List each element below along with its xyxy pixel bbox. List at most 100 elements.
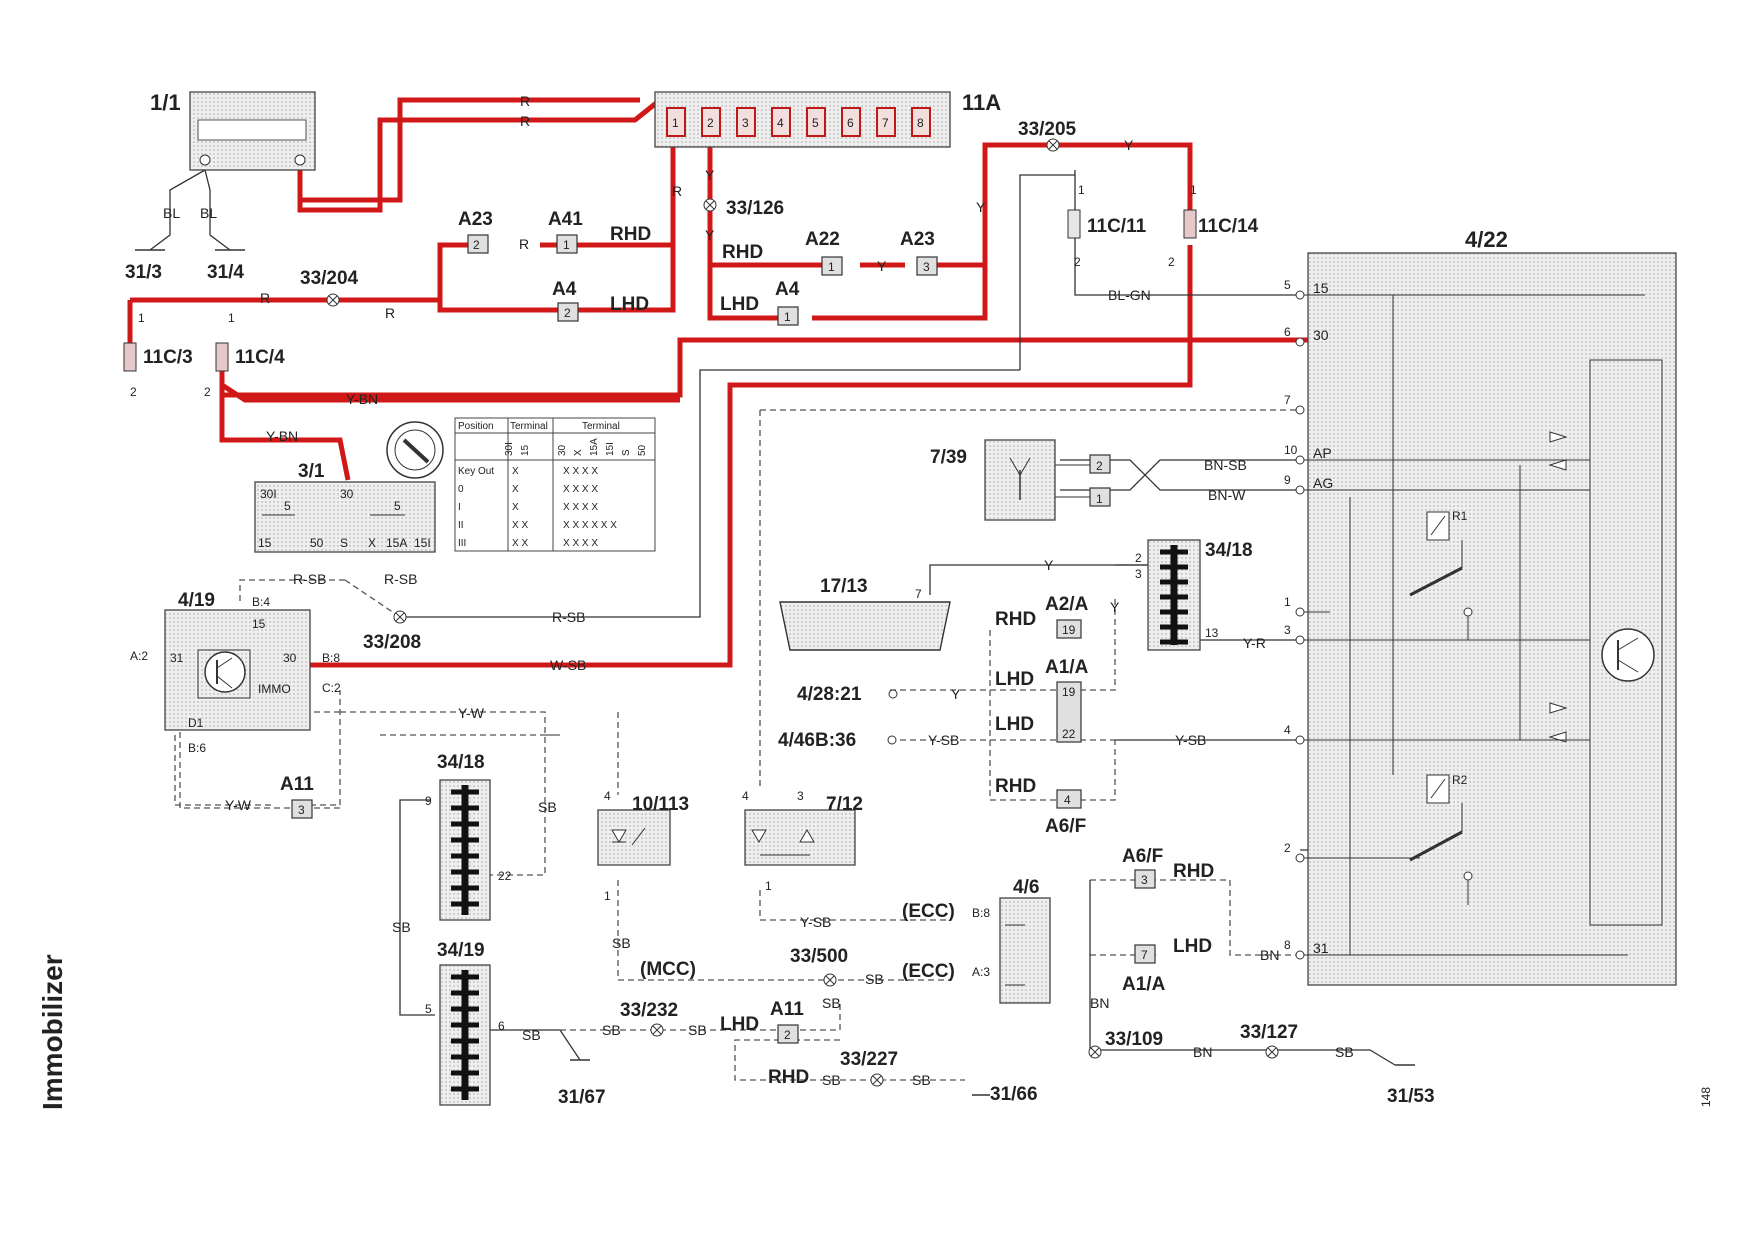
- ground-31-66: 31/66: [990, 1084, 1038, 1105]
- svg-text:4: 4: [604, 789, 611, 803]
- wire-wsb: W-SB: [550, 657, 586, 673]
- switch-table-col-left: 30I: [504, 442, 515, 456]
- a4-right-pin: 1: [784, 310, 791, 324]
- svg-text:4/19: 4/19: [178, 590, 215, 611]
- svg-text:10/113: 10/113: [632, 794, 689, 815]
- svg-text:D1: D1: [188, 716, 204, 730]
- wire-y-3418: Y: [1110, 599, 1120, 615]
- switch-table-row-right: X X X X: [563, 502, 598, 513]
- a22-label: A22: [805, 229, 840, 250]
- splice-33-500: 33/500: [790, 946, 848, 987]
- a2a-label: A2/A: [1045, 594, 1089, 615]
- connector-34-18-right-rungs: [1160, 549, 1188, 645]
- fusebox-label: 11A: [962, 90, 1001, 115]
- wire-y-diag: Y: [1044, 557, 1054, 573]
- fuse-1: 1: [666, 107, 686, 137]
- wire-sb-3419: SB: [522, 1027, 541, 1043]
- wire-ybn-1: Y-BN: [346, 391, 378, 407]
- immobilizer-unit: 4/19 15 31 30 IMMO D1 B:4 B:8 A:2 C:2 B:…: [130, 590, 341, 755]
- switch-table-row-right: X X X X: [563, 466, 598, 477]
- switch-table: Position Terminal Terminal: [454, 417, 656, 552]
- wire-sb-3418a: SB: [538, 799, 557, 815]
- fuse-4: 4: [771, 107, 791, 137]
- wire-bn-vert: BN: [1090, 995, 1109, 1011]
- svg-text:34/19: 34/19: [437, 940, 485, 961]
- fuse-11c4: 1 2 11C/4: [204, 311, 285, 399]
- svg-text:10: 10: [1284, 443, 1298, 457]
- rhd-label-6: RHD: [1173, 861, 1214, 882]
- rhd-label-5: RHD: [768, 1067, 809, 1088]
- svg-text:22: 22: [498, 869, 512, 883]
- lhd-label-6: LHD: [1173, 936, 1212, 957]
- a6f-right-pin: 3: [1141, 873, 1148, 887]
- wire-blgn: BL-GN: [1108, 287, 1151, 303]
- svg-text:33/204: 33/204: [300, 268, 359, 289]
- a23-right-label: A23: [900, 229, 935, 250]
- splice-33-204: 33/204: [300, 268, 359, 307]
- module-pin: 3: [1284, 623, 1305, 645]
- svg-text:AP: AP: [1313, 445, 1332, 461]
- wire-sb-500a: SB: [865, 971, 884, 987]
- svg-text:Terminal: Terminal: [510, 421, 548, 432]
- svg-text:2: 2: [707, 116, 714, 130]
- switch-table-row-left: X: [512, 502, 519, 513]
- svg-text:1: 1: [765, 879, 772, 893]
- ground-31-53: 31/53: [1387, 1086, 1435, 1107]
- ecc-label-1: (ECC): [902, 901, 955, 922]
- svg-text:31/3: 31/3: [125, 262, 162, 283]
- wire-rsb-2: R-SB: [384, 571, 417, 587]
- svg-text:1: 1: [1096, 492, 1103, 506]
- switch-table-col-right: 50: [637, 444, 648, 456]
- wire-y-205a: Y: [1124, 137, 1134, 153]
- svg-text:4: 4: [742, 789, 749, 803]
- svg-text:30: 30: [1313, 327, 1329, 343]
- splice-33-109: 33/109: [1088, 1029, 1163, 1059]
- a41-label: A41: [548, 209, 583, 230]
- wire-r-2: R: [520, 113, 530, 129]
- wire-r-204a: R: [260, 290, 270, 306]
- svg-text:8: 8: [917, 116, 924, 130]
- pin-a3-46: A:3: [972, 965, 990, 979]
- svg-text:30: 30: [283, 651, 297, 665]
- wire-y-126b: Y: [705, 227, 715, 243]
- svg-text:33/500: 33/500: [790, 946, 848, 967]
- a4-right-terminal: [777, 306, 799, 326]
- a23-right-pin: 3: [923, 260, 930, 274]
- lhd-label-5: LHD: [720, 1014, 759, 1035]
- a1a-top-label: A1/A: [1045, 657, 1089, 678]
- switch-table-row-left: X X: [512, 538, 528, 549]
- module-pin: 7: [1284, 393, 1305, 415]
- a23-top-terminal: [467, 234, 489, 254]
- svg-text:33/208: 33/208: [363, 632, 421, 653]
- battery: 1/1: [150, 90, 316, 171]
- a4-left-label: A4: [552, 279, 577, 300]
- key-icon: [386, 421, 444, 479]
- svg-text:3/1: 3/1: [298, 461, 325, 482]
- svg-text:6: 6: [498, 1019, 505, 1033]
- a6f-bottom-label: A6/F: [1045, 816, 1086, 837]
- a6f-right-terminal: [1134, 869, 1156, 889]
- fuse-8: 8: [911, 107, 931, 137]
- lhd-label-3: LHD: [995, 669, 1034, 690]
- svg-text:33/109: 33/109: [1105, 1029, 1163, 1050]
- svg-text:B:8: B:8: [322, 651, 340, 665]
- diagnostic-connector: 17/13 7: [779, 576, 951, 651]
- ground-31-67: 31/67: [558, 1087, 606, 1108]
- svg-text:15A: 15A: [386, 536, 407, 550]
- rhd-label-1: RHD: [610, 224, 651, 245]
- svg-text:7/12: 7/12: [826, 794, 863, 815]
- fuse-2: 2: [701, 107, 721, 137]
- svg-text:A:2: A:2: [130, 649, 148, 663]
- svg-text:11C/3: 11C/3: [143, 347, 193, 368]
- svg-text:2: 2: [130, 385, 137, 399]
- svg-text:33/227: 33/227: [840, 1049, 898, 1070]
- svg-text:4: 4: [1284, 723, 1291, 737]
- switch-table-row-left: X: [512, 466, 519, 477]
- svg-text:11C/4: 11C/4: [235, 347, 285, 368]
- wire-sb-127: SB: [1335, 1044, 1354, 1060]
- svg-text:31: 31: [170, 651, 184, 665]
- lhd-label-2: LHD: [720, 294, 759, 315]
- a11-left-pin: 3: [298, 803, 305, 817]
